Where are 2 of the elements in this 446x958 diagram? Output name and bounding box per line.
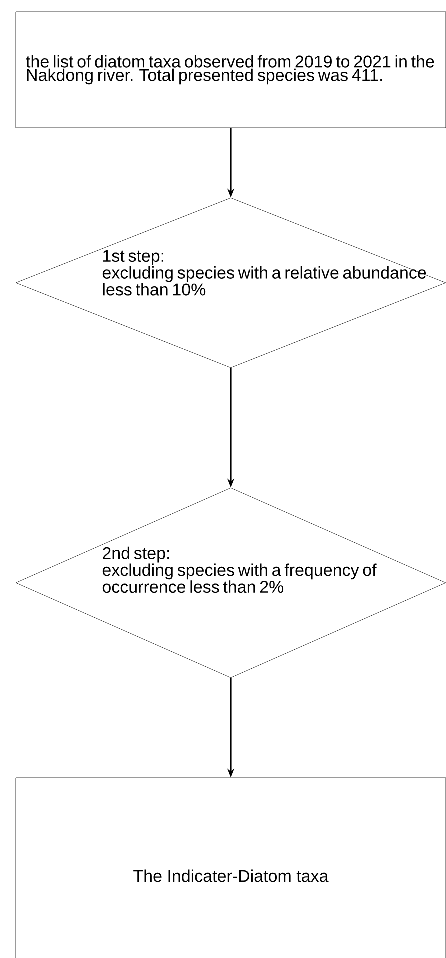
result-box: The Indicater-Diatom taxa [16,778,446,958]
process-box: the list of diatom taxa observed from 2019 to 2021 in the Nakdong river. Total presented species was 411. [16,12,446,128]
